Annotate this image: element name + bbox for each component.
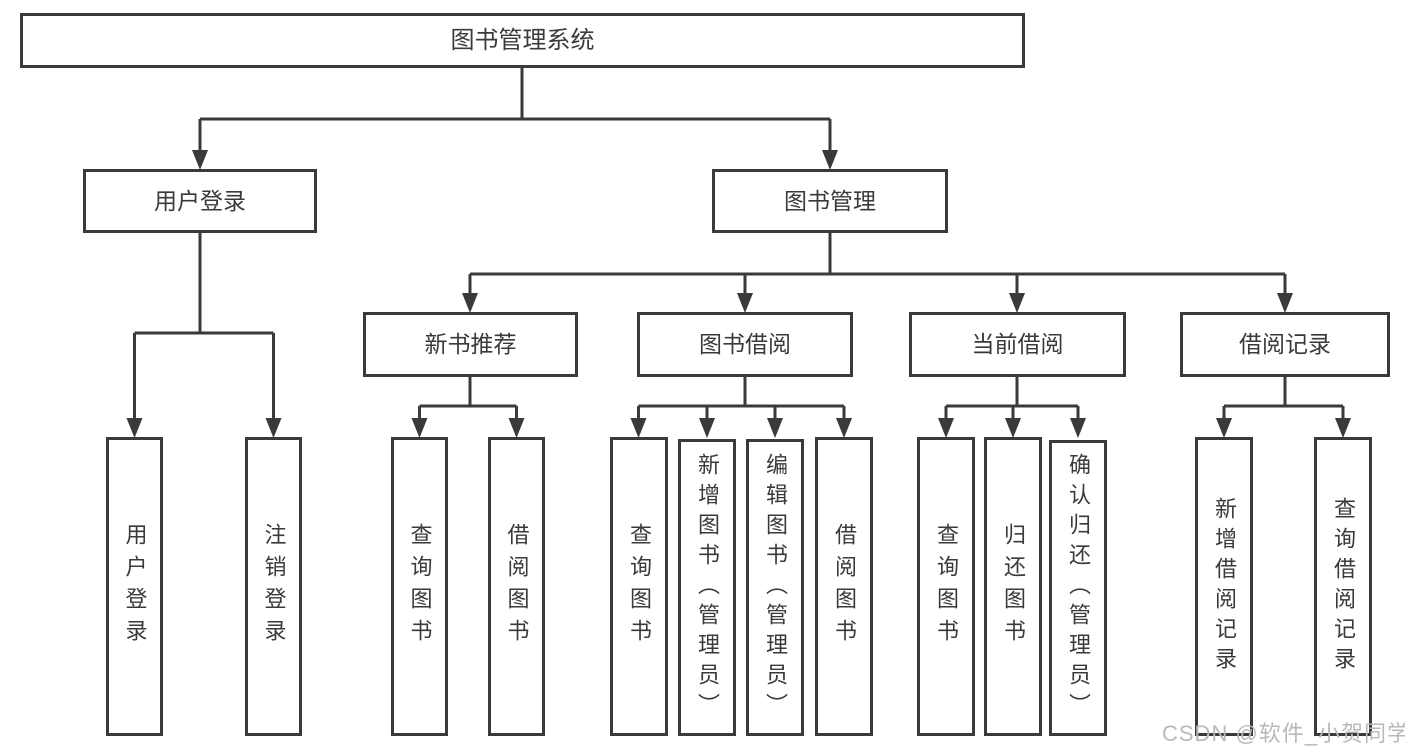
leaf-confirm-return-admin: 确认归还（管理员） bbox=[1049, 440, 1107, 736]
node-current-borrow: 当前借阅 bbox=[909, 312, 1126, 377]
leaf-query-books-current: 查询图书 bbox=[917, 437, 975, 736]
node-borrow-records: 借阅记录 bbox=[1180, 312, 1390, 377]
node-new-book-recommend: 新书推荐 bbox=[363, 312, 578, 377]
leaf-return-books: 归还图书 bbox=[984, 437, 1042, 736]
leaf-query-books-recommend: 查询图书 bbox=[391, 437, 448, 736]
node-user-login: 用户登录 bbox=[83, 169, 317, 233]
leaf-query-books-borrow: 查询图书 bbox=[610, 437, 668, 736]
arrowheads bbox=[126, 150, 1351, 438]
leaf-edit-book-admin: 编辑图书（管理员） bbox=[746, 439, 804, 736]
leaf-borrow-books: 借阅图书 bbox=[815, 437, 873, 736]
node-library-management-system: 图书管理系统 bbox=[20, 13, 1025, 68]
node-book-borrow: 图书借阅 bbox=[637, 312, 853, 377]
leaf-add-borrow-record: 新增借阅记录 bbox=[1195, 437, 1253, 736]
leaf-borrow-books-recommend: 借阅图书 bbox=[488, 437, 545, 736]
leaf-logout: 注销登录 bbox=[245, 437, 302, 736]
leaf-query-borrow-record: 查询借阅记录 bbox=[1314, 437, 1372, 736]
csdn-watermark: CSDN @软件_小贺同学 bbox=[1162, 721, 1405, 746]
leaf-user-login: 用户登录 bbox=[106, 437, 163, 736]
node-book-management: 图书管理 bbox=[712, 169, 948, 233]
leaf-add-book-admin: 新增图书（管理员） bbox=[678, 439, 736, 736]
